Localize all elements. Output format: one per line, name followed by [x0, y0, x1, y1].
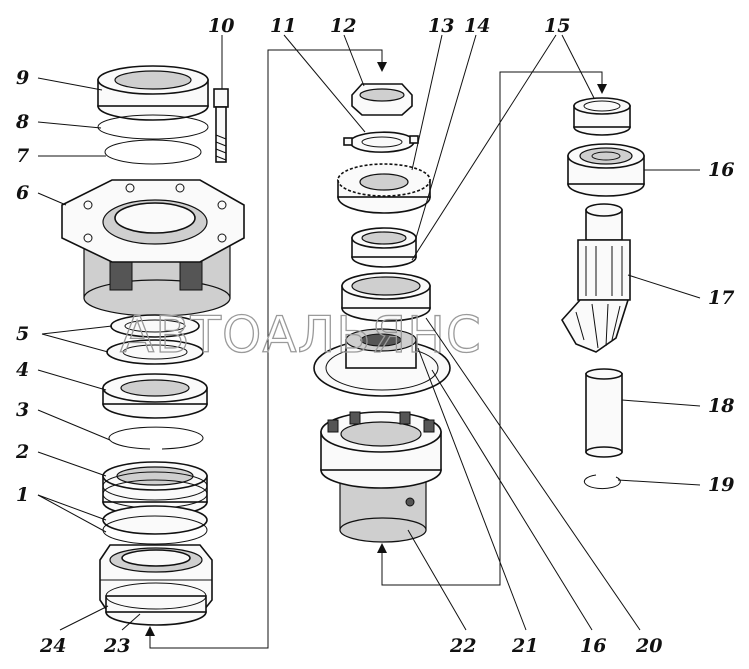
callout-13: 13: [428, 15, 454, 37]
callout-17: 17: [708, 287, 734, 309]
callout-16-bottom: 16: [580, 635, 606, 657]
callout-19: 19: [708, 474, 734, 496]
gear-13: [337, 163, 431, 214]
callout-16-top: 16: [708, 159, 734, 181]
callout-1: 1: [16, 484, 29, 506]
gear-ring-23: [105, 582, 207, 626]
outer-race-20: [341, 272, 431, 322]
spacer-rings-5: [106, 314, 204, 365]
cup-housing-22: [320, 411, 442, 543]
watermark-text: АВТОАЛЬЯНС: [120, 306, 482, 364]
lock-washer-11: [343, 131, 419, 153]
pin-18: [585, 368, 623, 458]
callout-6: 6: [16, 182, 29, 204]
cone-15: [573, 97, 631, 136]
callout-9: 9: [16, 67, 29, 89]
locknut-12: [351, 83, 413, 116]
assembly-flow-lines: [145, 49, 607, 649]
thrust-ring-4: [102, 373, 208, 419]
callout-7: 7: [16, 145, 29, 167]
flange-plate-16: [313, 328, 451, 397]
bearing-race-14: [351, 227, 417, 268]
o-ring-8: [97, 114, 209, 140]
callout-22: 22: [449, 635, 476, 657]
callout-23: 23: [103, 635, 130, 657]
split-ring-3: [108, 426, 204, 450]
o-ring-7: [104, 139, 202, 165]
callout-21: 21: [511, 635, 538, 657]
callout-20: 20: [635, 635, 662, 657]
callout-2: 2: [15, 441, 29, 463]
retaining-ring-19: [583, 474, 621, 490]
bolt-10: [213, 88, 229, 163]
leader-lines: [37, 34, 701, 631]
callout-10: 10: [208, 15, 234, 37]
callout-12: 12: [330, 15, 356, 37]
callout-15: 15: [544, 15, 570, 37]
callout-labels: 9 8 7 6 10 5 4 3 2 1 24 23 11 12 13 14 1…: [15, 15, 734, 657]
callout-14: 14: [464, 15, 490, 37]
callout-8: 8: [15, 111, 29, 133]
ring-set-1: [102, 505, 208, 545]
ring-nut-9: [97, 65, 209, 121]
housing-6: [61, 179, 245, 317]
callout-5: 5: [16, 323, 29, 345]
callout-24: 24: [39, 635, 66, 657]
ball-bearing-16: [567, 143, 645, 197]
drive-pinion-17: [561, 203, 631, 353]
callout-4: 4: [16, 359, 29, 381]
callout-3: 3: [16, 399, 29, 421]
callout-18: 18: [708, 395, 734, 417]
callout-11: 11: [270, 15, 296, 37]
